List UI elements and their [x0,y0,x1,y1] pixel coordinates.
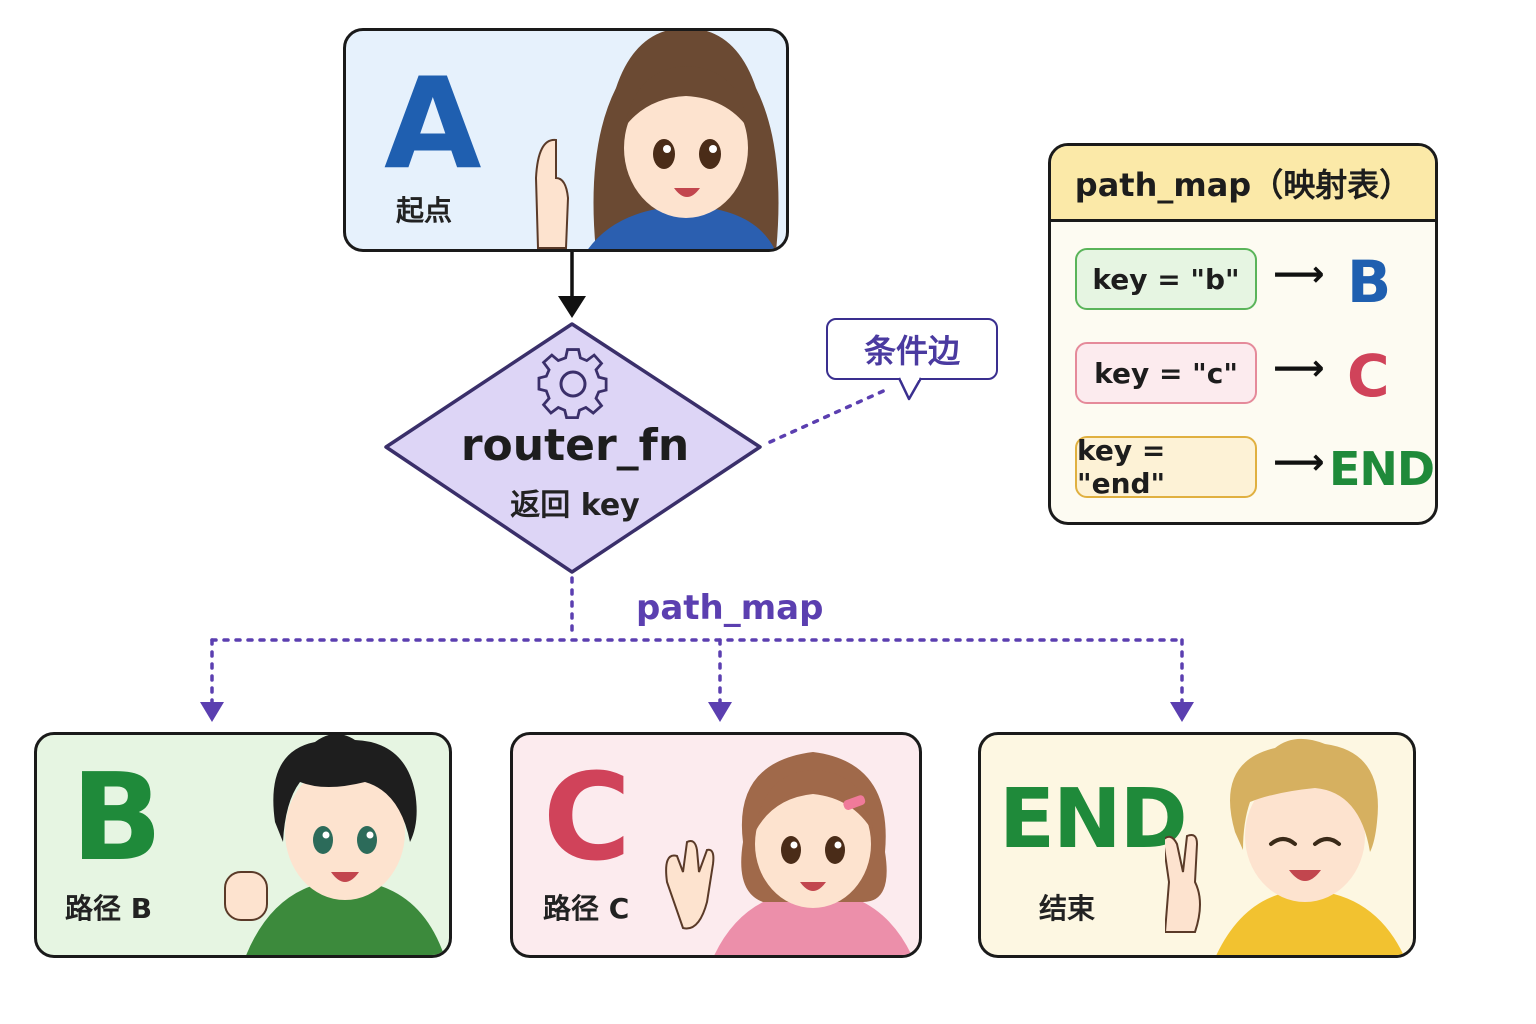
router-diamond[interactable] [384,322,762,574]
boy-fist-character [224,735,444,955]
map-arrow-end: ⟶ [1273,442,1325,483]
map-arrow-b: ⟶ [1273,254,1325,295]
cond-label-tail [897,377,923,401]
edge-a-router-head [558,296,586,318]
node-end-label: 结束 [1039,892,1096,925]
node-a[interactable]: A 起点 [343,28,789,252]
map-target-c: C [1347,342,1390,410]
path-map-panel: path_map（映射表） key = "b" ⟶ B key = "c" ⟶ … [1048,143,1438,525]
map-key-b: key = "b" [1075,248,1257,310]
router-title: router_fn [460,420,690,471]
gear-icon [537,348,608,420]
node-c-label: 路径 C [543,892,630,925]
map-target-end: END [1329,442,1435,496]
node-end-letter: END [999,772,1188,867]
map-key-c: key = "c" [1075,342,1257,404]
girl-pointing-character [534,31,779,249]
router-subtitle: 返回 key [510,488,640,523]
node-a-letter: A [384,50,482,197]
node-b-letter: B [71,749,163,888]
path-map-edge-label: path_map [636,588,824,628]
node-end[interactable]: END 结束 [978,732,1416,958]
branch-arrowheads [200,702,1194,722]
map-key-end: key = "end" [1075,434,1257,500]
girl-waving-character [665,752,912,955]
node-b-label: 路径 B [65,892,153,925]
node-a-label: 起点 [396,194,453,227]
boy-victory-character [1165,738,1404,955]
map-arrow-c: ⟶ [1273,348,1325,389]
map-target-b: B [1347,248,1392,316]
node-c[interactable]: C 路径 C [510,732,922,958]
edge-cond-pointer [768,386,892,444]
conditional-edge-label: 条件边 [826,318,998,380]
node-c-letter: C [543,749,632,888]
node-b[interactable]: B 路径 B [34,732,452,958]
path-map-branches [210,576,1184,704]
path-map-title: path_map（映射表） [1051,146,1435,222]
